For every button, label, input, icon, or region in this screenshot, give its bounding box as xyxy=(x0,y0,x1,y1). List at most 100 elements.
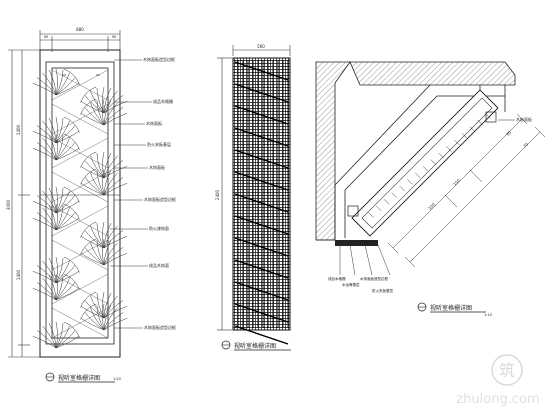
fan-petal xyxy=(102,303,105,331)
elevation-label-4: 防火夹板基层 xyxy=(147,141,171,147)
fan-petal xyxy=(103,230,124,249)
fan-petal xyxy=(55,130,80,144)
fan-petal xyxy=(55,265,76,284)
watermark-logo-glyph: 筑 xyxy=(499,361,515,380)
plan-dim-2: 70 xyxy=(522,141,529,148)
fan-petal xyxy=(103,160,124,179)
plan-wall-left xyxy=(315,61,351,241)
fan-petal xyxy=(80,305,105,319)
section-diagonal xyxy=(234,105,289,125)
fan-petal xyxy=(103,304,112,331)
elevation-outer-frame xyxy=(39,49,121,358)
fan-petal xyxy=(32,270,57,284)
fan-petal xyxy=(42,260,57,284)
fan-petal xyxy=(90,102,105,126)
section-top-dimension xyxy=(232,45,291,56)
fan-petal xyxy=(103,177,124,196)
section-diagonal xyxy=(234,303,289,323)
plan-block-lower xyxy=(347,205,359,217)
elevation-left-dimensions xyxy=(8,49,40,358)
fan-petal xyxy=(48,117,57,144)
fan-petal xyxy=(55,287,80,301)
plan-diagonal-dimensions xyxy=(387,113,546,268)
fan-petal xyxy=(103,247,124,266)
fan-petal xyxy=(103,152,112,179)
fan-petal xyxy=(84,107,105,126)
fan-petal xyxy=(102,86,105,114)
fan-petal xyxy=(55,134,64,161)
section-vertical-slats xyxy=(234,60,289,345)
fan-petal xyxy=(55,274,64,301)
fan-petal xyxy=(103,242,118,266)
dim-top-total: 880 xyxy=(76,27,84,32)
fan-petal xyxy=(80,165,105,179)
plan-slat xyxy=(454,139,460,146)
section-title: 视听室格栅详图 xyxy=(234,342,276,350)
section-diagonal xyxy=(234,281,289,301)
fan-petal xyxy=(48,274,57,301)
fan-petal xyxy=(55,204,64,231)
section-diagonal xyxy=(234,83,289,103)
plan-label-2: 成品木格栅 xyxy=(328,276,346,281)
fan-petal xyxy=(103,239,112,266)
fan-petal xyxy=(84,95,105,114)
dim-top-right: 90 xyxy=(112,35,116,39)
fan-petal xyxy=(80,317,105,331)
fan-petal xyxy=(103,112,128,126)
fan-petal xyxy=(96,292,105,319)
fan-petal xyxy=(103,172,118,196)
section-diagonal xyxy=(234,61,289,81)
fan-petal xyxy=(55,68,58,96)
fan-petal xyxy=(80,112,105,126)
fan-arc xyxy=(63,116,80,133)
plan-slat xyxy=(461,133,468,139)
fan-petal xyxy=(90,307,105,331)
fan-petal xyxy=(103,292,112,319)
fan-petal xyxy=(103,225,118,249)
fan-petal xyxy=(102,168,105,196)
fan-petal xyxy=(103,90,118,114)
elevation-label-5: 木饰面板 xyxy=(149,164,165,170)
fan-petal xyxy=(32,147,57,161)
fan-arc xyxy=(63,133,80,150)
plan-slat xyxy=(376,205,382,212)
plan-label-1: 木饰面板 xyxy=(516,116,532,122)
fan-petal xyxy=(103,305,128,319)
fan-petal xyxy=(90,172,105,196)
plan-block-upper xyxy=(485,111,497,123)
section-dim-height: 2400 xyxy=(215,189,220,200)
lattice-line xyxy=(51,137,109,169)
fan-petal xyxy=(55,69,64,96)
fan-arc xyxy=(80,168,97,185)
fan-petal xyxy=(55,77,76,96)
elevation-top-dimensions xyxy=(39,30,121,52)
dim-left-upper: 1400 xyxy=(16,124,21,135)
fan-petal xyxy=(55,322,64,349)
fan-petal xyxy=(84,160,105,179)
fan-petal xyxy=(84,312,105,331)
fan-petal xyxy=(55,195,76,214)
fan-petal xyxy=(48,257,57,284)
plan-base-block xyxy=(335,240,378,246)
fan-petal xyxy=(103,87,112,114)
lattice-line xyxy=(51,103,109,135)
fan-arc xyxy=(80,238,97,255)
fan-petal xyxy=(55,133,58,161)
fan-petal xyxy=(103,155,118,179)
fan-petal xyxy=(36,330,57,349)
elevation-view: 880 90 90 3000 1400 1400 60 60 xyxy=(6,27,176,383)
fan-petal xyxy=(36,282,57,301)
fan-petal xyxy=(55,203,58,231)
fan-petal xyxy=(32,335,57,349)
fan-petal xyxy=(36,195,57,214)
elevation-fan-ornaments xyxy=(32,68,128,349)
section-grille-mesh xyxy=(232,57,291,331)
fan-petal xyxy=(55,200,80,214)
fan-petal xyxy=(48,134,57,161)
fan-petal xyxy=(102,291,105,319)
fan-petal xyxy=(55,335,80,349)
fan-petal xyxy=(103,222,112,249)
plan-slat xyxy=(438,152,444,159)
fan-petal xyxy=(80,235,105,249)
